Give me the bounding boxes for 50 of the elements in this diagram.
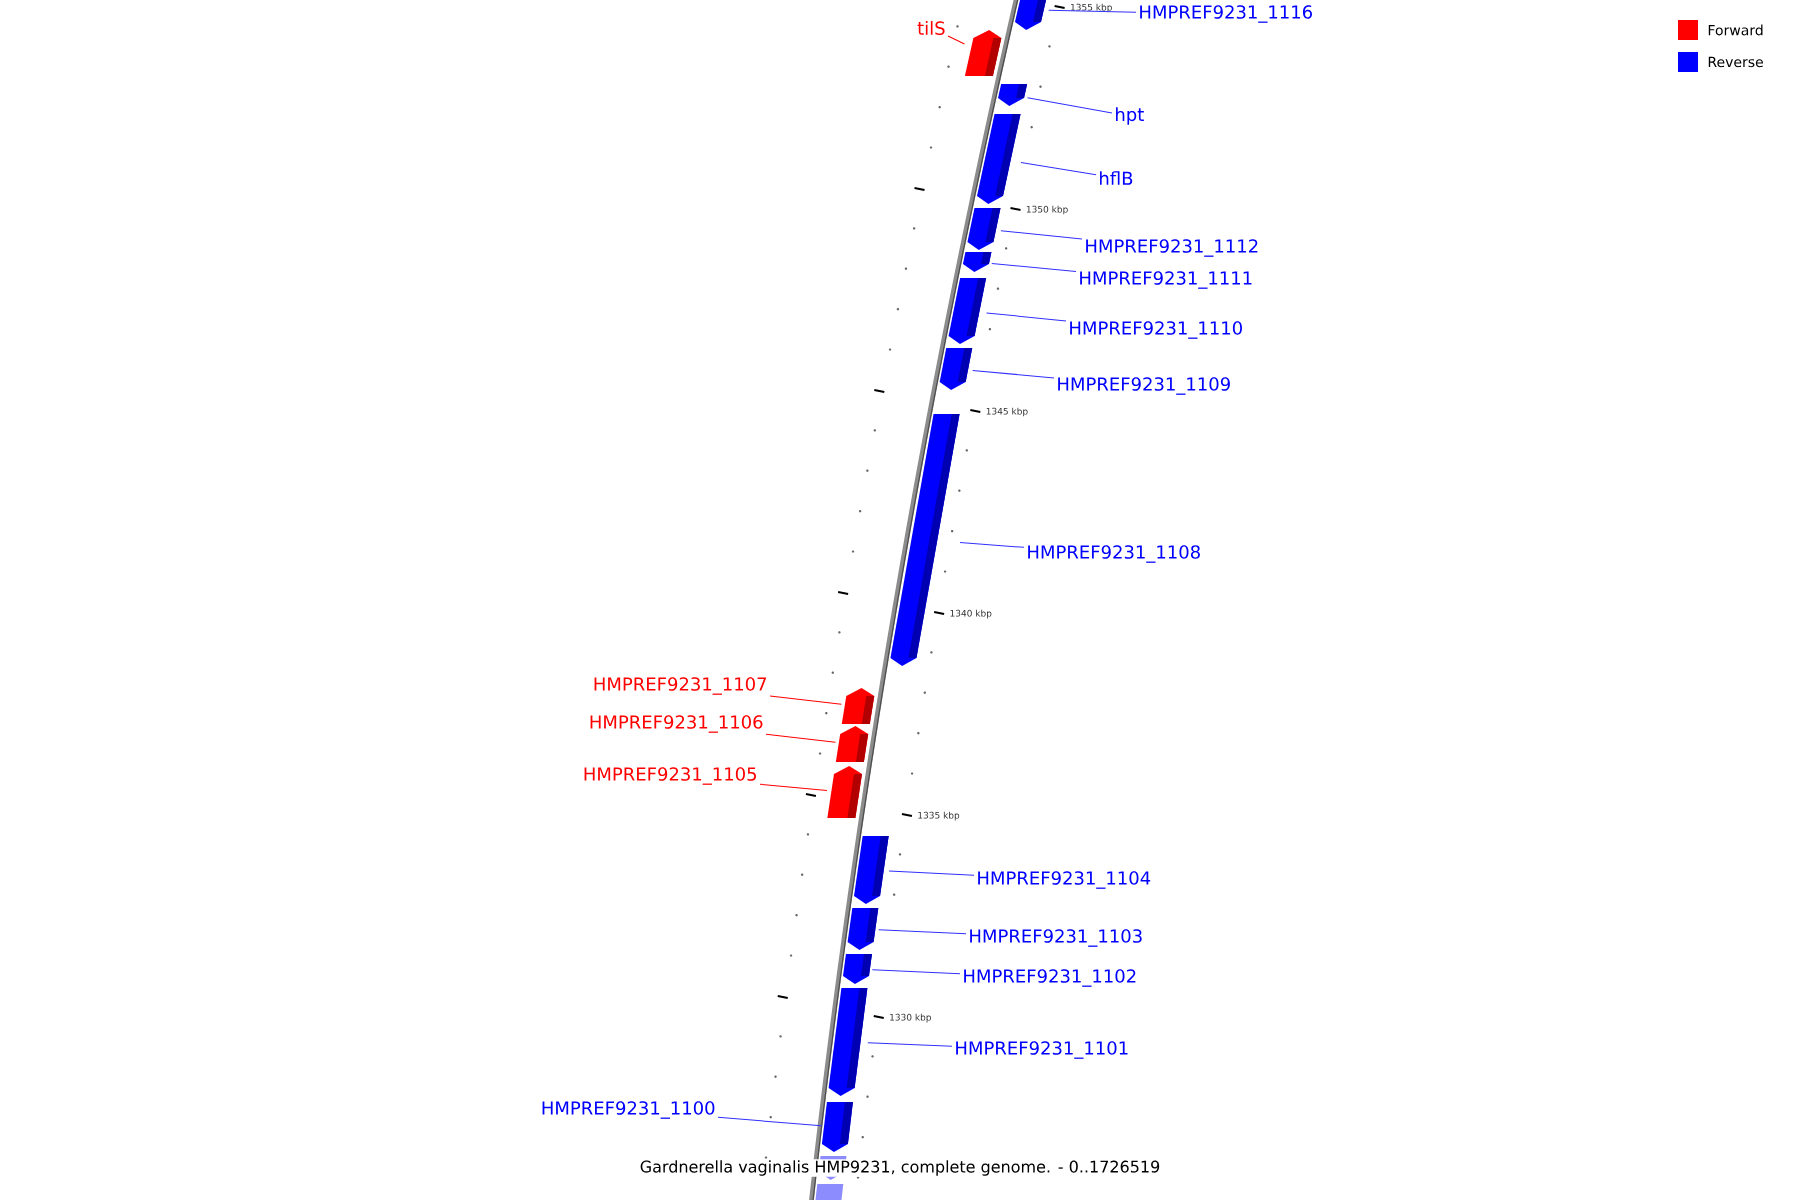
- gene-label: HMPREF9231_1107: [594, 677, 767, 695]
- gene-label: HMPREF9231_1102: [964, 969, 1136, 987]
- caption: Gardnerella vaginalis HMP9231, complete genome. - 0..1726519: [638, 1159, 1162, 1177]
- gene-block: [828, 988, 868, 1096]
- gene-label: HMPREF9231_1110: [1070, 321, 1242, 339]
- gene-block: [964, 30, 1002, 76]
- gene-label: HMPREF9231_1116: [1140, 5, 1313, 23]
- leader-line: [867, 1042, 953, 1047]
- gene-block: [835, 726, 869, 762]
- leader-line: [888, 870, 975, 876]
- gene-block: [962, 252, 992, 272]
- gene-block: [1015, 0, 1049, 30]
- gene-label: HMPREF9231_1105: [584, 767, 756, 785]
- gene-label: HMPREF9231_1100: [542, 1101, 715, 1119]
- leader-line: [1000, 230, 1083, 240]
- gene-label: HMPREF9231_1106: [590, 715, 763, 733]
- gene-label: HMPREF9231_1108: [1028, 545, 1200, 563]
- gene-block: [939, 348, 973, 390]
- gene-label: HMPREF9231_1112: [1086, 239, 1258, 257]
- gene-label: HMPREF9231_1104: [978, 871, 1151, 889]
- gene-block: [827, 766, 862, 818]
- leader-line: [769, 695, 842, 705]
- gene-label: HMPREF9231_1109: [1058, 377, 1230, 395]
- leader-line: [1020, 162, 1097, 176]
- gene-label: HMPREF9231_1101: [956, 1041, 1128, 1059]
- gene-label: HMPREF9231_1103: [970, 929, 1142, 947]
- gene-block: [977, 114, 1021, 204]
- gene-label: hpt: [1116, 107, 1144, 125]
- gene-block: [998, 84, 1028, 106]
- gene-block: [821, 1102, 853, 1152]
- gene-label: tilS: [917, 21, 945, 35]
- leader-line: [878, 929, 967, 935]
- leader-line: [991, 262, 1077, 272]
- leader-line: [959, 542, 1025, 548]
- leader-line: [871, 969, 961, 975]
- gene-block: [841, 688, 875, 724]
- leader-line: [1048, 9, 1137, 13]
- leader-line: [947, 35, 965, 45]
- leader-line: [972, 370, 1055, 379]
- gene-label: HMPREF9231_1111: [1080, 271, 1252, 289]
- leader-line: [986, 312, 1067, 322]
- leader-line: [717, 1116, 822, 1127]
- leader-line: [759, 783, 828, 791]
- leader-line: [1027, 97, 1113, 114]
- gene-block: [948, 278, 987, 344]
- leader-line: [765, 733, 836, 743]
- gene-block: [843, 954, 872, 984]
- gene-block: [854, 836, 889, 904]
- gene-label: hflB: [1100, 171, 1133, 185]
- gene-block: [847, 908, 879, 950]
